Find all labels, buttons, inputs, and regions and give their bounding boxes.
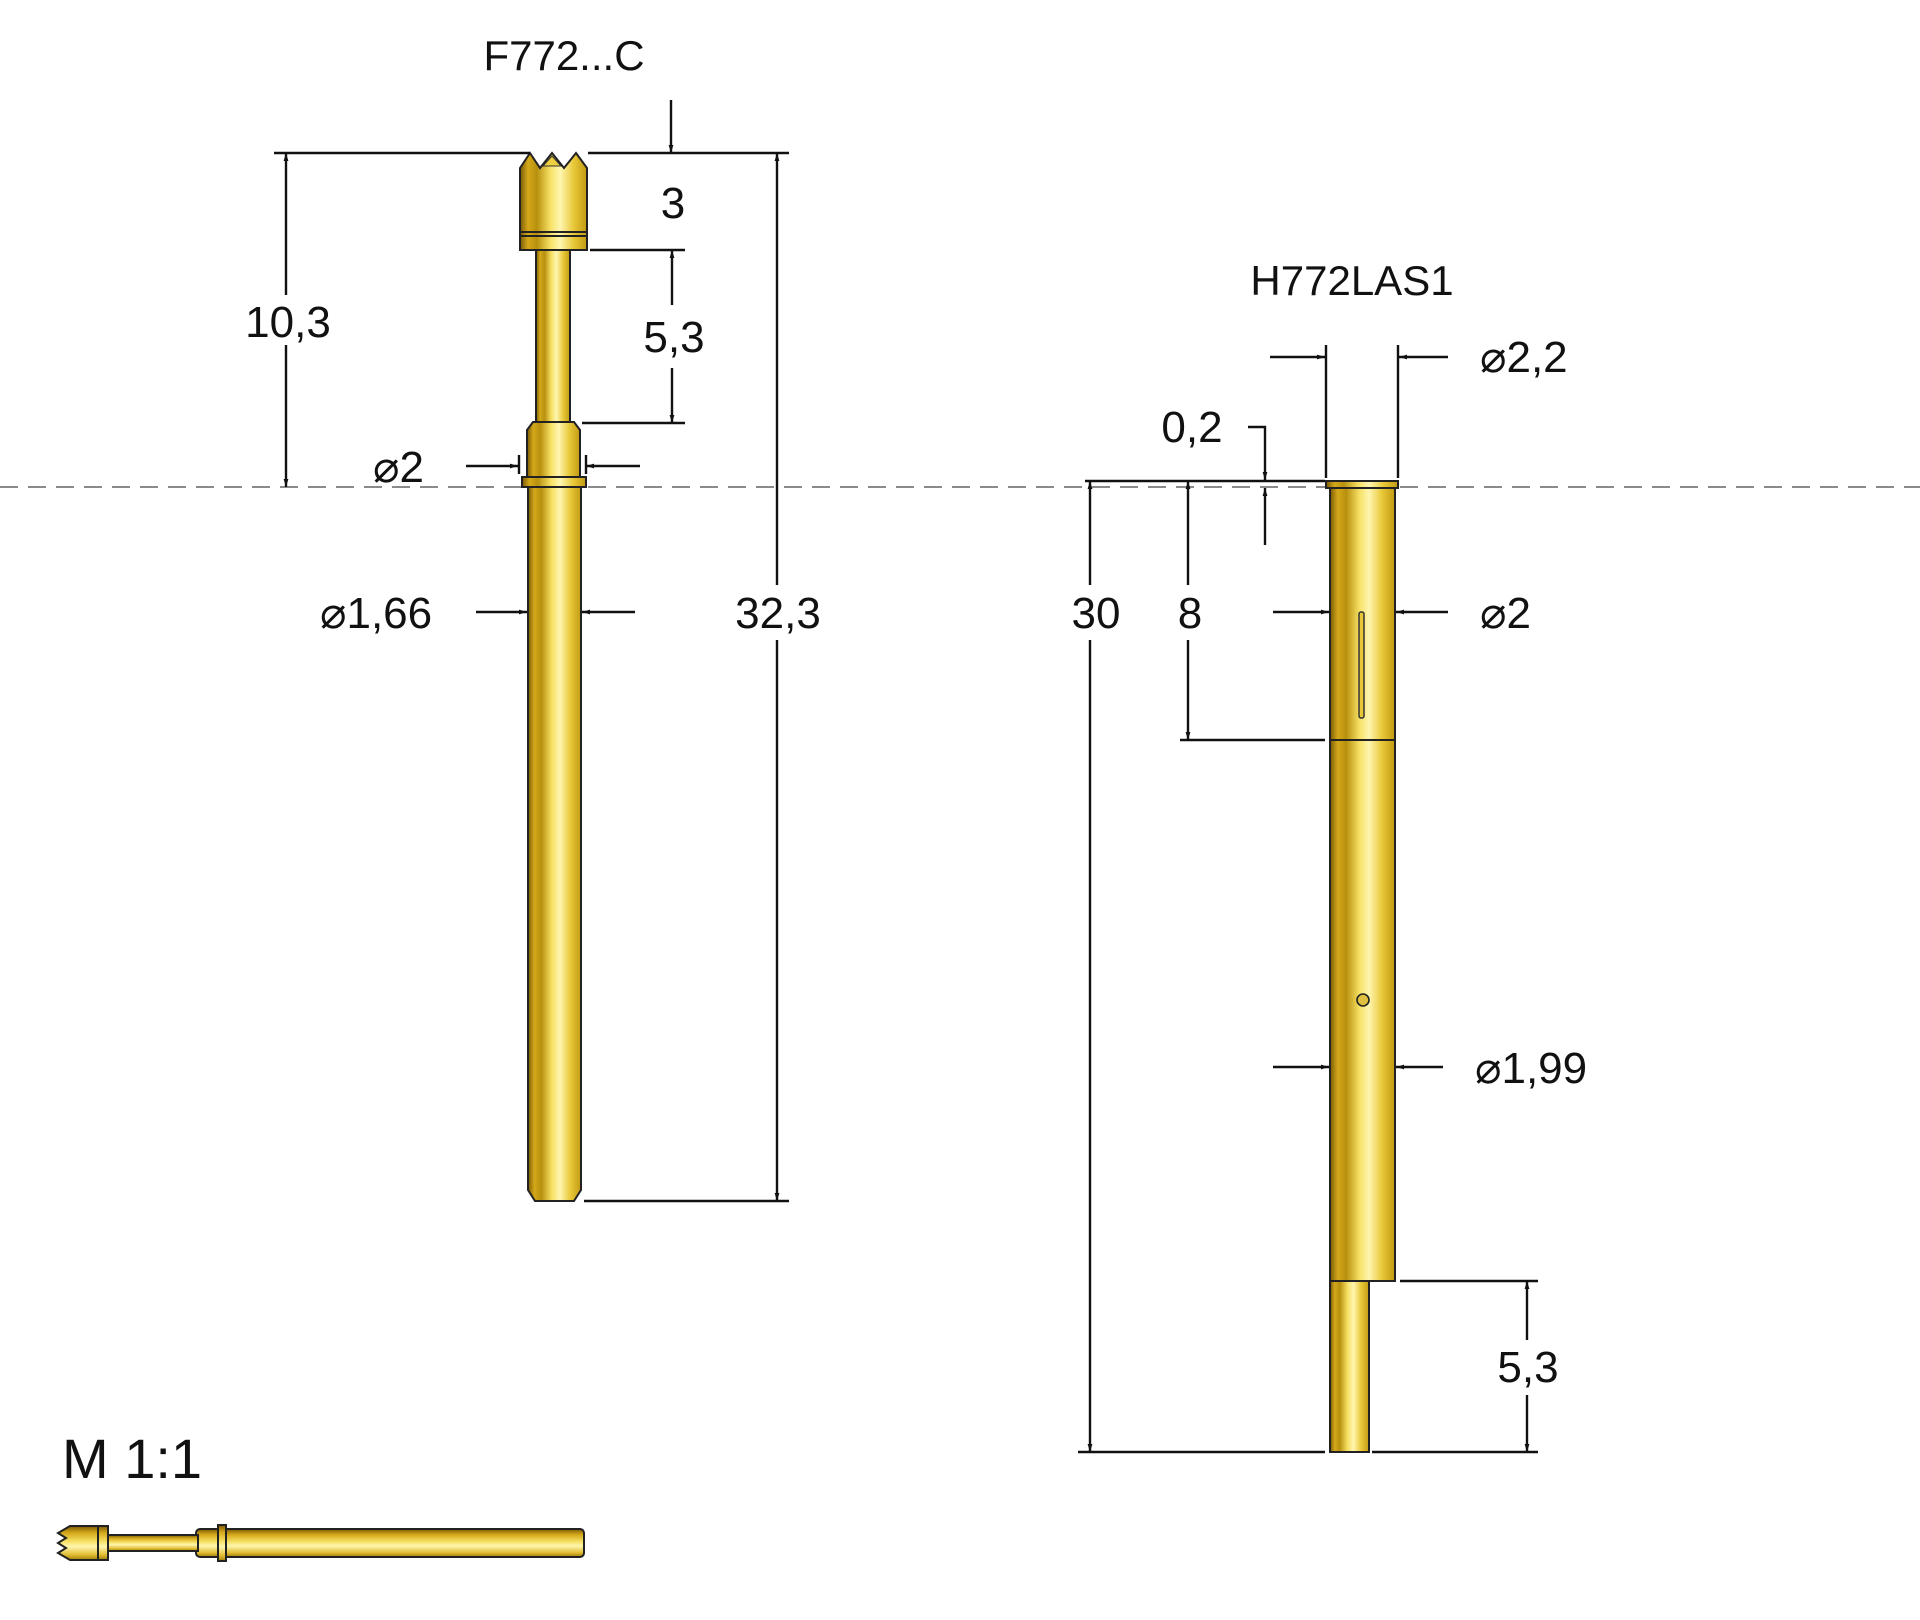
dim-lower-dia: ⌀1,99 [1475,1044,1587,1093]
probe-crown-head [519,151,588,233]
dim-barrel-dia: ⌀1,66 [320,589,432,638]
probe-title: F772...C [483,32,644,79]
dim-tail-length: 5,3 [1497,1343,1558,1392]
dim-total-length: 32,3 [735,589,821,638]
dim-top-dia: ⌀2,2 [1480,333,1568,382]
receptacle-tail [1329,1280,1370,1453]
receptacle-slot [1358,611,1365,719]
dim-plunger-length: 5,3 [643,313,704,362]
probe-plunger [535,249,571,423]
dim-total-to-ref: 10,3 [245,298,331,347]
receptacle-title: H772LAS1 [1250,257,1453,304]
dim-upper-dia: ⌀2 [1480,589,1531,638]
probe-head-ring [519,231,588,251]
receptacle-lower-body [1329,739,1396,1282]
dim-receptacle-length: 30 [1072,589,1121,638]
scale-label: M 1:1 [62,1427,202,1490]
dim-slot-length: 8 [1178,589,1202,638]
probe-collar-ring [521,476,587,488]
dim-collar-height: 0,2 [1161,403,1222,452]
dim-head-length: 3 [661,179,685,228]
dim-collar-dia: ⌀2 [373,443,424,492]
receptacle-flange [1325,480,1399,489]
probe-scale-view [56,1524,585,1562]
receptacle-hole [1356,993,1370,1007]
probe-collar [526,421,581,478]
probe-drawing [519,151,588,1202]
receptacle-drawing [1325,480,1399,1453]
probe-barrel [527,486,582,1202]
